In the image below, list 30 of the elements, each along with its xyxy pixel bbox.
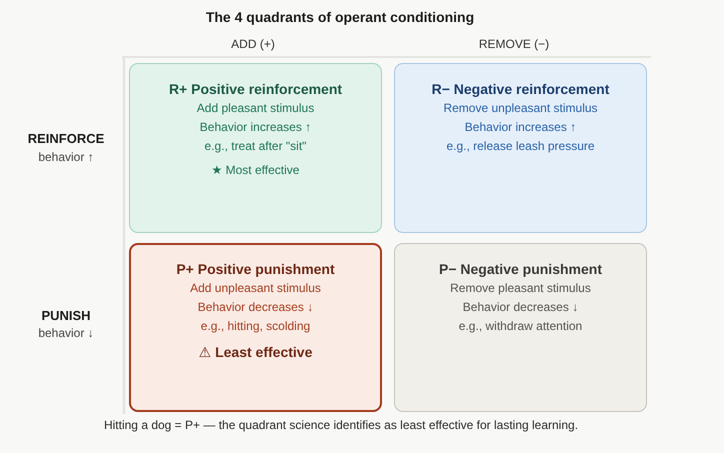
quadrant-box (129, 243, 382, 412)
effect-text: Behavior decreases ↓ (198, 299, 314, 316)
row-subheader: behavior ↑ (38, 150, 94, 164)
effectiveness-note: ★ Most effective (212, 162, 300, 179)
row-header: REINFORCE (28, 131, 104, 146)
quadrant-heading: R− Negative reinforcement (432, 80, 610, 98)
caption-text: Hitting a dog = P+ — the quadrant science identifies as least effective for lasting learning. (104, 418, 578, 432)
example-text: e.g., treat after "sit" (204, 138, 306, 155)
stimulus-text: Add pleasant stimulus (196, 100, 314, 117)
row-header: PUNISH (41, 308, 91, 323)
effect-text: Behavior increases ↑ (200, 119, 312, 136)
effect-text: Behavior decreases ↓ (462, 299, 578, 316)
column-header: REMOVE (−) (478, 37, 550, 51)
example-text: e.g., withdraw attention (458, 318, 582, 335)
effectiveness-note: ⚠ Least effective (198, 343, 312, 361)
quadrant-box (394, 243, 647, 412)
quadrant-box (394, 63, 647, 233)
stimulus-text: Remove pleasant stimulus (450, 280, 591, 297)
stimulus-text: Add unpleasant stimulus (190, 280, 321, 297)
effect-text: Behavior increases ↑ (464, 119, 576, 136)
example-text: e.g., hitting, scolding (200, 318, 310, 335)
quadrant-heading: P− Negative punishment (439, 260, 602, 278)
chart-title: The 4 quadrants of operant conditioning (206, 9, 474, 25)
example-text: e.g., release leash pressure (446, 138, 595, 155)
quadrant-box (129, 63, 382, 233)
quadrant-heading: R+ Positive reinforcement (168, 80, 342, 98)
row-subheader: behavior ↓ (38, 326, 94, 340)
stimulus-text: Remove unpleasant stimulus (443, 100, 598, 117)
column-header: ADD (+) (231, 37, 275, 51)
quadrant-heading: P+ Positive punishment (176, 260, 335, 278)
